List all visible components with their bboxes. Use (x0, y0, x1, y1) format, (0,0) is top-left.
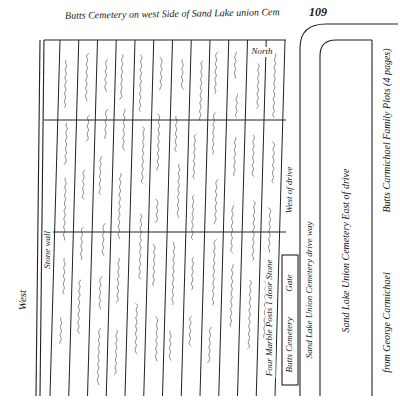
family-plots-note: Butts Carmichael Family Plots (4 pages) (381, 46, 392, 214)
handwriting-stroke (114, 330, 118, 375)
handwriting-stroke (234, 52, 236, 79)
wall-label: Stone wall (43, 229, 53, 271)
handwriting-stroke (78, 280, 82, 334)
plot-line (144, 40, 154, 396)
plot-line (44, 232, 286, 233)
handwriting-stroke (99, 276, 102, 309)
plot-line (275, 40, 285, 396)
handwriting-stroke (252, 201, 255, 261)
plot-line (219, 40, 229, 396)
direction-label: West (16, 288, 28, 312)
handwriting-stroke (215, 52, 219, 94)
handwriting-stroke (230, 264, 233, 327)
plot-line (238, 40, 248, 396)
handwriting-stroke (207, 327, 212, 363)
handwriting-stroke (63, 258, 65, 294)
handwriting-stroke (82, 170, 85, 200)
handwriting-stroke (252, 135, 254, 177)
handwriting-stroke (272, 141, 274, 183)
stone-wall-line (36, 40, 40, 396)
handwriting-stroke (135, 303, 138, 354)
handwriting-stroke (155, 317, 157, 362)
handwriting-stroke (181, 59, 183, 89)
handwriting-stroke (102, 223, 105, 256)
handwriting-stroke (99, 156, 102, 195)
boundary-line (371, 40, 372, 396)
handwriting-stroke (116, 258, 120, 303)
handwriting-stroke (268, 208, 270, 253)
handwriting-stroke (175, 116, 177, 152)
handwriting-stroke (159, 57, 162, 90)
plot-line (50, 40, 60, 396)
handwriting-stroke (273, 52, 276, 118)
handwriting-stroke (235, 94, 237, 118)
handwriting-stroke (64, 60, 67, 108)
handwriting-stroke (118, 173, 121, 239)
handwriting-stroke (86, 115, 90, 142)
handwriting-stroke (60, 317, 62, 344)
source-note: from George Carmichael (380, 270, 391, 374)
handwriting-stroke (105, 109, 108, 139)
handwriting-stroke (123, 109, 125, 151)
handwriting-stroke (247, 280, 251, 349)
handwriting-stroke (214, 179, 218, 224)
handwriting-stroke (212, 112, 216, 154)
plot-line (69, 40, 79, 396)
drive-label: Sand Lake Union Cemetery drive way (305, 220, 315, 361)
handwriting-stroke (212, 239, 216, 305)
map-title: Butts Cemetery on west Side of Sand Lake… (63, 6, 282, 21)
cemetery-label: Sand Lake Union Cemetery East of drive (340, 166, 351, 334)
marker-note: Four Marble Posts 1 door Stone (265, 258, 275, 379)
handwriting-stroke (64, 123, 67, 165)
handwriting-stroke (231, 205, 234, 253)
plot-line (200, 40, 210, 396)
plot-line (88, 40, 98, 396)
handwriting-stroke (139, 213, 142, 279)
handwriting-stroke (80, 227, 83, 260)
handwriting-stroke (85, 53, 88, 101)
handwriting-stroke (63, 177, 66, 240)
handwriting-stroke (105, 59, 108, 92)
compass-label: North (249, 47, 274, 57)
plot-line (44, 120, 286, 121)
handwriting-stroke (141, 127, 144, 184)
handwriting-stroke (157, 114, 160, 171)
plot-line (44, 40, 286, 41)
handwriting-stroke (256, 64, 259, 109)
drive-side-label: West of drive (285, 165, 295, 216)
handwriting-stroke (199, 61, 202, 121)
handwriting-stroke (169, 331, 171, 361)
plot-line (125, 40, 135, 396)
handwriting-stroke (193, 134, 196, 179)
page-number: 109 (307, 6, 329, 19)
plot-line (106, 40, 116, 396)
handwriting-stroke (189, 316, 192, 346)
handwriting-stroke (155, 199, 158, 223)
handwriting-stroke (97, 328, 101, 385)
handwriting-stroke (191, 195, 194, 240)
handwriting-stroke (191, 257, 194, 290)
plot-line (181, 40, 191, 396)
stone-wall-line (40, 40, 44, 396)
gate-label: Gate (285, 272, 295, 294)
plot-line (163, 40, 173, 396)
handwriting-stroke (172, 242, 175, 305)
drive-edge (300, 24, 398, 396)
handwriting-stroke (153, 244, 155, 286)
handwriting-stroke (234, 137, 236, 176)
drive-edge (320, 40, 372, 396)
handwriting-stroke (139, 55, 142, 112)
handwriting-stroke (119, 54, 123, 99)
handwriting-stroke (177, 164, 180, 218)
gate-box (282, 255, 298, 385)
cemetery-label: Butts Cemetery (285, 315, 295, 374)
